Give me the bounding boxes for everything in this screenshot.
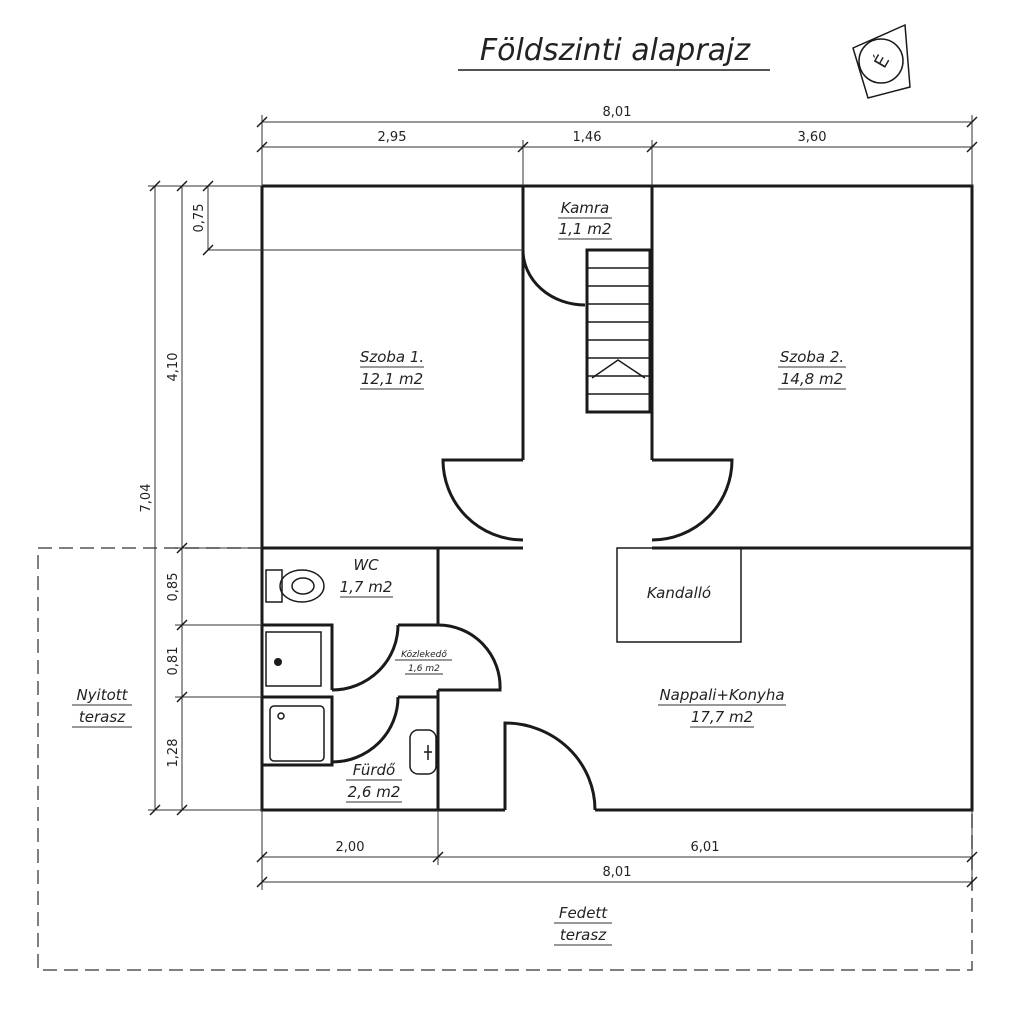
svg-text:8,01: 8,01 [603, 865, 632, 880]
svg-text:Szoba 2.: Szoba 2. [780, 348, 844, 366]
svg-text:WC: WC [353, 556, 379, 574]
svg-text:8,01: 8,01 [603, 105, 632, 120]
room-kamra: Kamra 1,1 m2 [558, 199, 612, 240]
svg-text:0,75: 0,75 [192, 204, 207, 233]
doors [331, 249, 734, 811]
open-terrace-label: Nyitott terasz [72, 686, 132, 728]
svg-text:2,95: 2,95 [378, 130, 407, 145]
svg-text:Fedett: Fedett [559, 904, 608, 922]
svg-text:3,60: 3,60 [798, 130, 827, 145]
svg-text:0,81: 0,81 [166, 647, 181, 676]
svg-text:14,8 m2: 14,8 m2 [781, 370, 843, 388]
svg-text:2,6 m2: 2,6 m2 [348, 783, 401, 801]
terrace-outline [37, 547, 973, 971]
room-szoba1: Szoba 1. 12,1 m2 [360, 348, 424, 390]
svg-text:Kandalló: Kandalló [647, 584, 711, 602]
svg-text:terasz: terasz [560, 926, 607, 944]
svg-text:Kamra: Kamra [561, 199, 609, 217]
room-wc: WC 1,7 m2 [340, 556, 393, 598]
room-nappali: Nappali+Konyha 17,7 m2 [658, 686, 786, 728]
room-furdo: Fürdő 2,6 m2 [346, 761, 402, 803]
covered-terrace-label: Fedett terasz [554, 904, 612, 946]
walls [260, 184, 974, 812]
svg-text:1,46: 1,46 [573, 130, 602, 145]
svg-text:terasz: terasz [79, 708, 126, 726]
svg-text:0,85: 0,85 [166, 573, 181, 602]
svg-text:Fürdő: Fürdő [353, 761, 396, 779]
room-szoba2: Szoba 2. 14,8 m2 [778, 348, 846, 390]
svg-text:1,6 m2: 1,6 m2 [408, 664, 440, 674]
shower-icon [265, 631, 325, 762]
toilet-icon [265, 569, 325, 603]
svg-text:6,01: 6,01 [691, 840, 720, 855]
svg-text:1,1 m2: 1,1 m2 [559, 220, 612, 238]
svg-text:2,00: 2,00 [336, 840, 365, 855]
room-kozlekedo: Közlekedő 1,6 m2 [395, 650, 452, 675]
fireplace [616, 547, 742, 643]
stairs [585, 248, 652, 414]
sink-icon [409, 729, 437, 775]
dimension-lines [148, 115, 978, 890]
svg-text:7,04: 7,04 [139, 484, 154, 513]
svg-text:1,28: 1,28 [166, 739, 181, 768]
svg-text:1,7 m2: 1,7 m2 [340, 578, 393, 596]
svg-text:17,7 m2: 17,7 m2 [691, 708, 753, 726]
svg-text:Nappali+Konyha: Nappali+Konyha [659, 686, 784, 704]
svg-text:12,1 m2: 12,1 m2 [361, 370, 423, 388]
svg-text:Nyitott: Nyitott [76, 686, 128, 704]
plan-title: Földszinti alaprajz [480, 33, 752, 68]
svg-text:4,10: 4,10 [166, 353, 181, 382]
svg-text:Szoba 1.: Szoba 1. [360, 348, 424, 366]
compass-icon: É [852, 23, 911, 99]
dimension-labels: 8,01 2,95 1,46 3,60 2,00 6,01 8,01 7,04 … [139, 105, 826, 880]
svg-text:Közlekedő: Közlekedő [401, 650, 447, 660]
fireplace-label: Kandalló [647, 584, 711, 602]
